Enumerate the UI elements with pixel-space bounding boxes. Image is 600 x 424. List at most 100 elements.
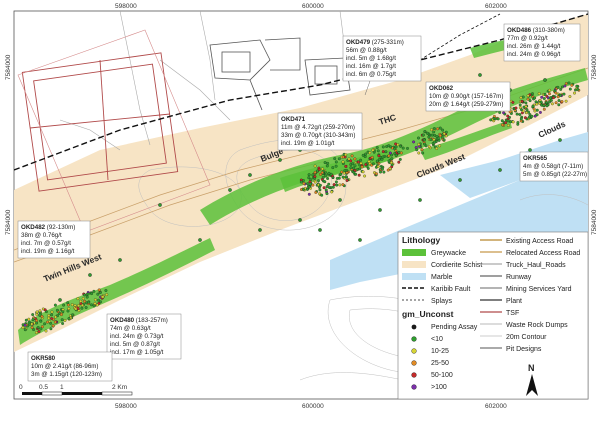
drillhole-dot xyxy=(307,173,311,177)
drillhole-dot xyxy=(368,162,372,166)
drillhole-dot xyxy=(49,321,53,325)
drillhole-dot xyxy=(39,319,43,323)
callout-okd480-l3: incl. 5m @ 0.87g/t xyxy=(110,341,160,348)
drillhole-dot xyxy=(318,188,322,192)
drillhole-dot xyxy=(299,180,303,184)
legend-dot-pending xyxy=(411,324,417,330)
drillhole-dot xyxy=(384,150,388,154)
drillhole-dot xyxy=(59,313,63,317)
drillhole-dot xyxy=(537,92,541,96)
drillhole-dot xyxy=(351,162,355,166)
drillhole-dot xyxy=(83,299,87,303)
drillhole-dot xyxy=(345,179,349,182)
legend-greywacke: Greywacke xyxy=(431,250,466,257)
drillhole-dot xyxy=(350,154,354,158)
drillhole-dot xyxy=(62,303,66,307)
drillhole-dot xyxy=(519,117,523,121)
coord-left-2: 7584000 xyxy=(5,209,12,235)
scale-tick-3: 2 Km xyxy=(112,384,127,391)
drillhole-dot xyxy=(323,180,327,184)
drillhole-dot xyxy=(40,325,44,329)
drillhole-dot xyxy=(401,146,405,150)
drillhole-dot xyxy=(70,303,74,307)
legend-gm-10-25: 10-25 xyxy=(431,348,449,355)
drillhole-dot xyxy=(558,93,562,97)
drillhole-dot xyxy=(66,301,70,305)
drillhole-dot xyxy=(442,132,446,136)
drillhole-dot xyxy=(60,318,64,322)
drillhole-dot xyxy=(98,291,102,294)
coord-left-1: 7584000 xyxy=(5,54,12,80)
drillhole-dot xyxy=(359,158,363,162)
drillhole-dot xyxy=(424,144,428,148)
drillhole-dot xyxy=(417,142,421,146)
drillhole-dot xyxy=(47,316,51,320)
drillhole-dot xyxy=(331,166,335,170)
drillhole-dot xyxy=(500,119,504,123)
drillhole-dot xyxy=(518,103,522,107)
drillhole-dot xyxy=(66,309,70,313)
callout-okd479-l4: incl. 6m @ 0.75g/t xyxy=(346,71,396,78)
drillhole-dot xyxy=(81,297,85,301)
drillhole-dot xyxy=(432,127,436,131)
drillhole-dot xyxy=(361,153,365,157)
drillhole-dot xyxy=(347,157,351,161)
drillhole-dot xyxy=(381,155,385,159)
drillhole-dot xyxy=(80,306,84,310)
callout-okd480-int: (183-257m) xyxy=(134,317,168,324)
drillhole-dot xyxy=(341,175,345,179)
drillhole-dot xyxy=(330,190,334,194)
drillhole-dot xyxy=(313,180,317,184)
legend-gm-50-100: 50-100 xyxy=(431,372,453,379)
legend: Lithology Greywacke Cordierite Schist Ma… xyxy=(397,231,589,400)
legend-gm-gt100: >100 xyxy=(431,384,447,391)
drillhole-dot xyxy=(540,95,544,99)
drillhole-dot xyxy=(77,304,81,308)
north-arrow-icon: N xyxy=(526,363,538,396)
drillhole-dot xyxy=(360,165,364,169)
drillhole-dot xyxy=(354,172,358,176)
drillhole-dot xyxy=(387,154,391,158)
drillhole-dot xyxy=(335,176,339,180)
drillhole-dot xyxy=(523,116,527,120)
drillhole-dot xyxy=(84,306,88,309)
drillhole-dot xyxy=(559,87,563,91)
karibib-fault xyxy=(14,13,588,171)
drillhole-dot xyxy=(538,110,542,114)
drillhole-dot xyxy=(322,186,326,190)
callout-okr580-l2: 3m @ 1.15g/t (120-123m) xyxy=(31,371,102,378)
drillhole-dot xyxy=(101,295,105,299)
drillhole-dot xyxy=(375,159,379,163)
drillhole-dot xyxy=(339,172,343,176)
drillhole-dot xyxy=(21,326,25,330)
callout-okd482: OKD482 (92-130m) 38m @ 0.76g/t incl. 7m … xyxy=(17,220,91,259)
drillhole-dot xyxy=(37,330,41,333)
legend-dot-lt10 xyxy=(411,336,417,342)
coord-right-1: 7584000 xyxy=(591,54,598,80)
drillhole-dot xyxy=(389,161,393,165)
drillhole-dot xyxy=(356,160,360,164)
drillhole-dot xyxy=(93,301,97,305)
drillhole-dot xyxy=(568,95,572,98)
drillhole-dot xyxy=(568,87,572,91)
legend-dot-50-100 xyxy=(411,372,417,378)
drillhole-dot xyxy=(542,97,546,100)
drillhole-dot xyxy=(313,175,317,179)
drillhole-dot xyxy=(370,155,374,159)
drillhole-dot xyxy=(520,108,523,112)
coord-bottom-2: 600000 xyxy=(302,403,324,410)
drillhole-dot xyxy=(311,173,315,177)
drillhole-dot xyxy=(390,157,394,161)
drillhole-dot xyxy=(63,319,67,322)
drillhole-dot xyxy=(516,121,520,124)
drillhole-dot xyxy=(430,128,434,132)
drillhole-dot xyxy=(381,145,385,149)
drillhole-dot xyxy=(398,157,402,161)
legend-gm-pending: Pending Assay xyxy=(431,324,478,331)
coord-top-3: 602000 xyxy=(485,3,507,10)
drillhole-dot xyxy=(548,92,551,96)
callout-okd482-hole: OKD482 xyxy=(21,224,46,231)
drillhole-dot xyxy=(43,322,47,326)
drillhole-dot xyxy=(314,190,318,194)
callout-okd471-l3: incl. 19m @ 1.01g/t xyxy=(281,140,335,147)
